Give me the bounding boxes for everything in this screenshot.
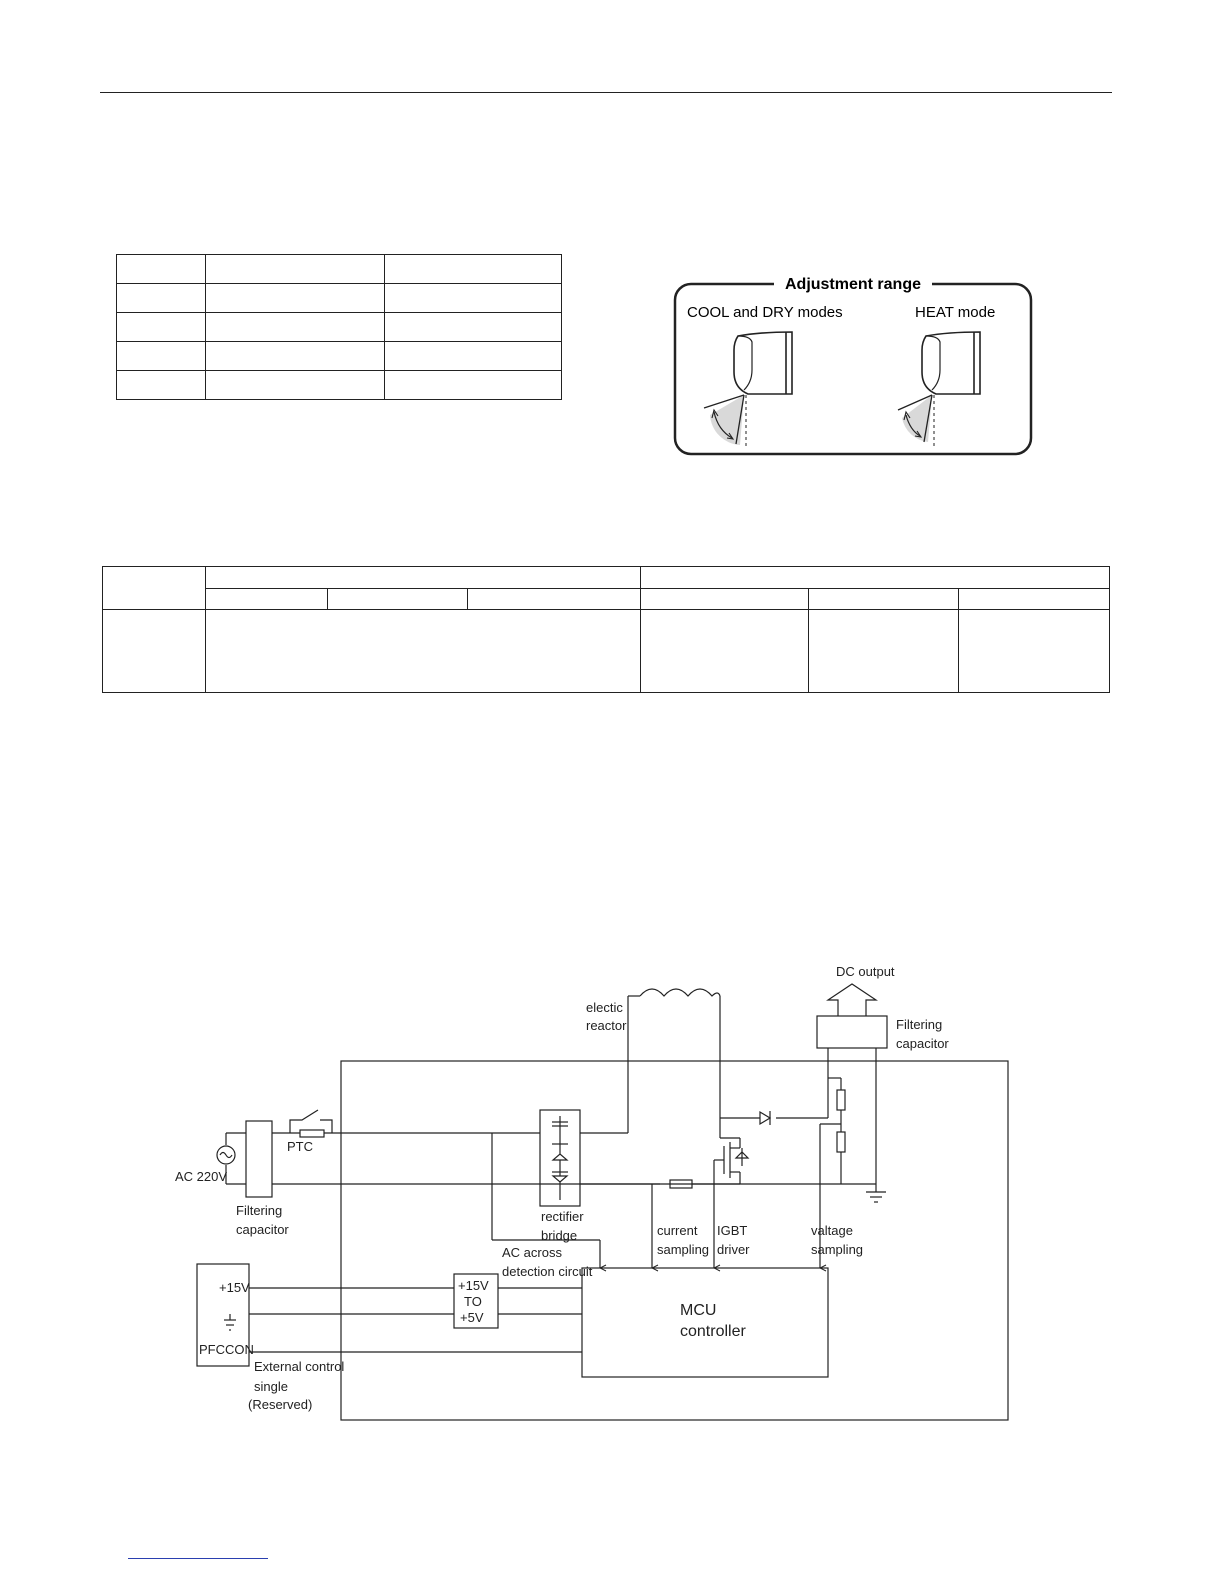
external-control-label-3: (Reserved)	[248, 1397, 312, 1412]
external-control-label-2: single	[254, 1379, 288, 1394]
voltage-sampling-label-2: sampling	[811, 1242, 863, 1257]
adjustment-range-panel: Adjustment range COOL and DRY modes HEAT…	[673, 273, 1033, 456]
pfccon-label: PFCCON	[199, 1342, 254, 1357]
cool-dry-label: COOL and DRY modes	[687, 304, 843, 321]
rectifier-bridge-label-2: bridge	[541, 1228, 577, 1243]
table-row	[102, 566, 1110, 610]
input-filter-capacitor	[245, 1120, 273, 1198]
igbt-driver-label-2: driver	[717, 1242, 750, 1257]
converter-label-2: TO	[464, 1294, 482, 1309]
table-row	[116, 312, 562, 342]
mcu-label: MCU	[680, 1302, 716, 1319]
rectifier-bridge	[539, 1109, 581, 1207]
ac-220v-label: AC 220V	[175, 1169, 227, 1184]
adjustment-range-title: Adjustment range	[785, 276, 921, 293]
pfccon-connector	[196, 1263, 250, 1367]
ptc-resistor	[299, 1129, 325, 1138]
dc-output-arrow	[826, 983, 878, 1016]
table-row	[116, 254, 562, 284]
input-filter-capacitor-label-2: capacitor	[236, 1222, 289, 1237]
mcu-controller-box	[581, 1267, 829, 1378]
rectifier-bridge-label: rectifier	[541, 1209, 584, 1224]
relay-switch	[289, 1109, 333, 1133]
output-filter-capacitor-label-2: capacitor	[896, 1036, 949, 1051]
ac-source-icon	[216, 1145, 236, 1165]
angle-table	[116, 254, 562, 400]
pfc-block-diagram: DC output electic reactor Filtering capa…	[175, 964, 1009, 1421]
ptc-label: PTC	[287, 1139, 313, 1154]
current-sampling-label: current	[657, 1223, 698, 1238]
reactor-coil	[639, 988, 721, 997]
current-sampling-label-2: sampling	[657, 1242, 709, 1257]
output-diode	[759, 1110, 772, 1126]
dc-output-label: DC output	[836, 964, 895, 979]
external-control-label: External control	[254, 1359, 344, 1374]
cool-unit-icon	[703, 331, 793, 448]
voltage-converter-box	[453, 1273, 499, 1329]
header-rule	[100, 92, 1112, 93]
table-row	[116, 283, 562, 313]
electric-reactor-label: electic	[586, 1000, 623, 1015]
plus15v-label: +15V	[219, 1280, 250, 1295]
voltage-sampling-label: valtage	[811, 1223, 853, 1238]
pfc-board-outline	[340, 1060, 1009, 1421]
table-row	[116, 341, 562, 371]
voltage-divider-resistor-2	[836, 1131, 846, 1153]
heat-mode-label: HEAT mode	[915, 304, 995, 321]
igbt-driver-label: IGBT	[717, 1223, 747, 1238]
converter-label: +15V	[458, 1278, 489, 1293]
table-row	[116, 370, 562, 400]
table-row	[103, 587, 1110, 610]
ac-detection-label: AC across	[502, 1245, 562, 1260]
heat-unit-icon	[897, 331, 981, 448]
mcu-label-2: controller	[680, 1323, 746, 1340]
ac-detection-label-2: detection circuit	[502, 1264, 593, 1279]
table-row	[102, 609, 1110, 693]
input-filter-capacitor-label: Filtering	[236, 1203, 282, 1218]
mode-table	[102, 566, 1110, 693]
converter-label-3: +5V	[460, 1310, 484, 1325]
voltage-divider-resistor-1	[836, 1089, 846, 1111]
output-filter-capacitor-label: Filtering	[896, 1017, 942, 1032]
output-filter-capacitor	[816, 1015, 888, 1049]
footer-link-underline	[128, 1558, 268, 1559]
electric-reactor-label-2: reactor	[586, 1018, 627, 1033]
